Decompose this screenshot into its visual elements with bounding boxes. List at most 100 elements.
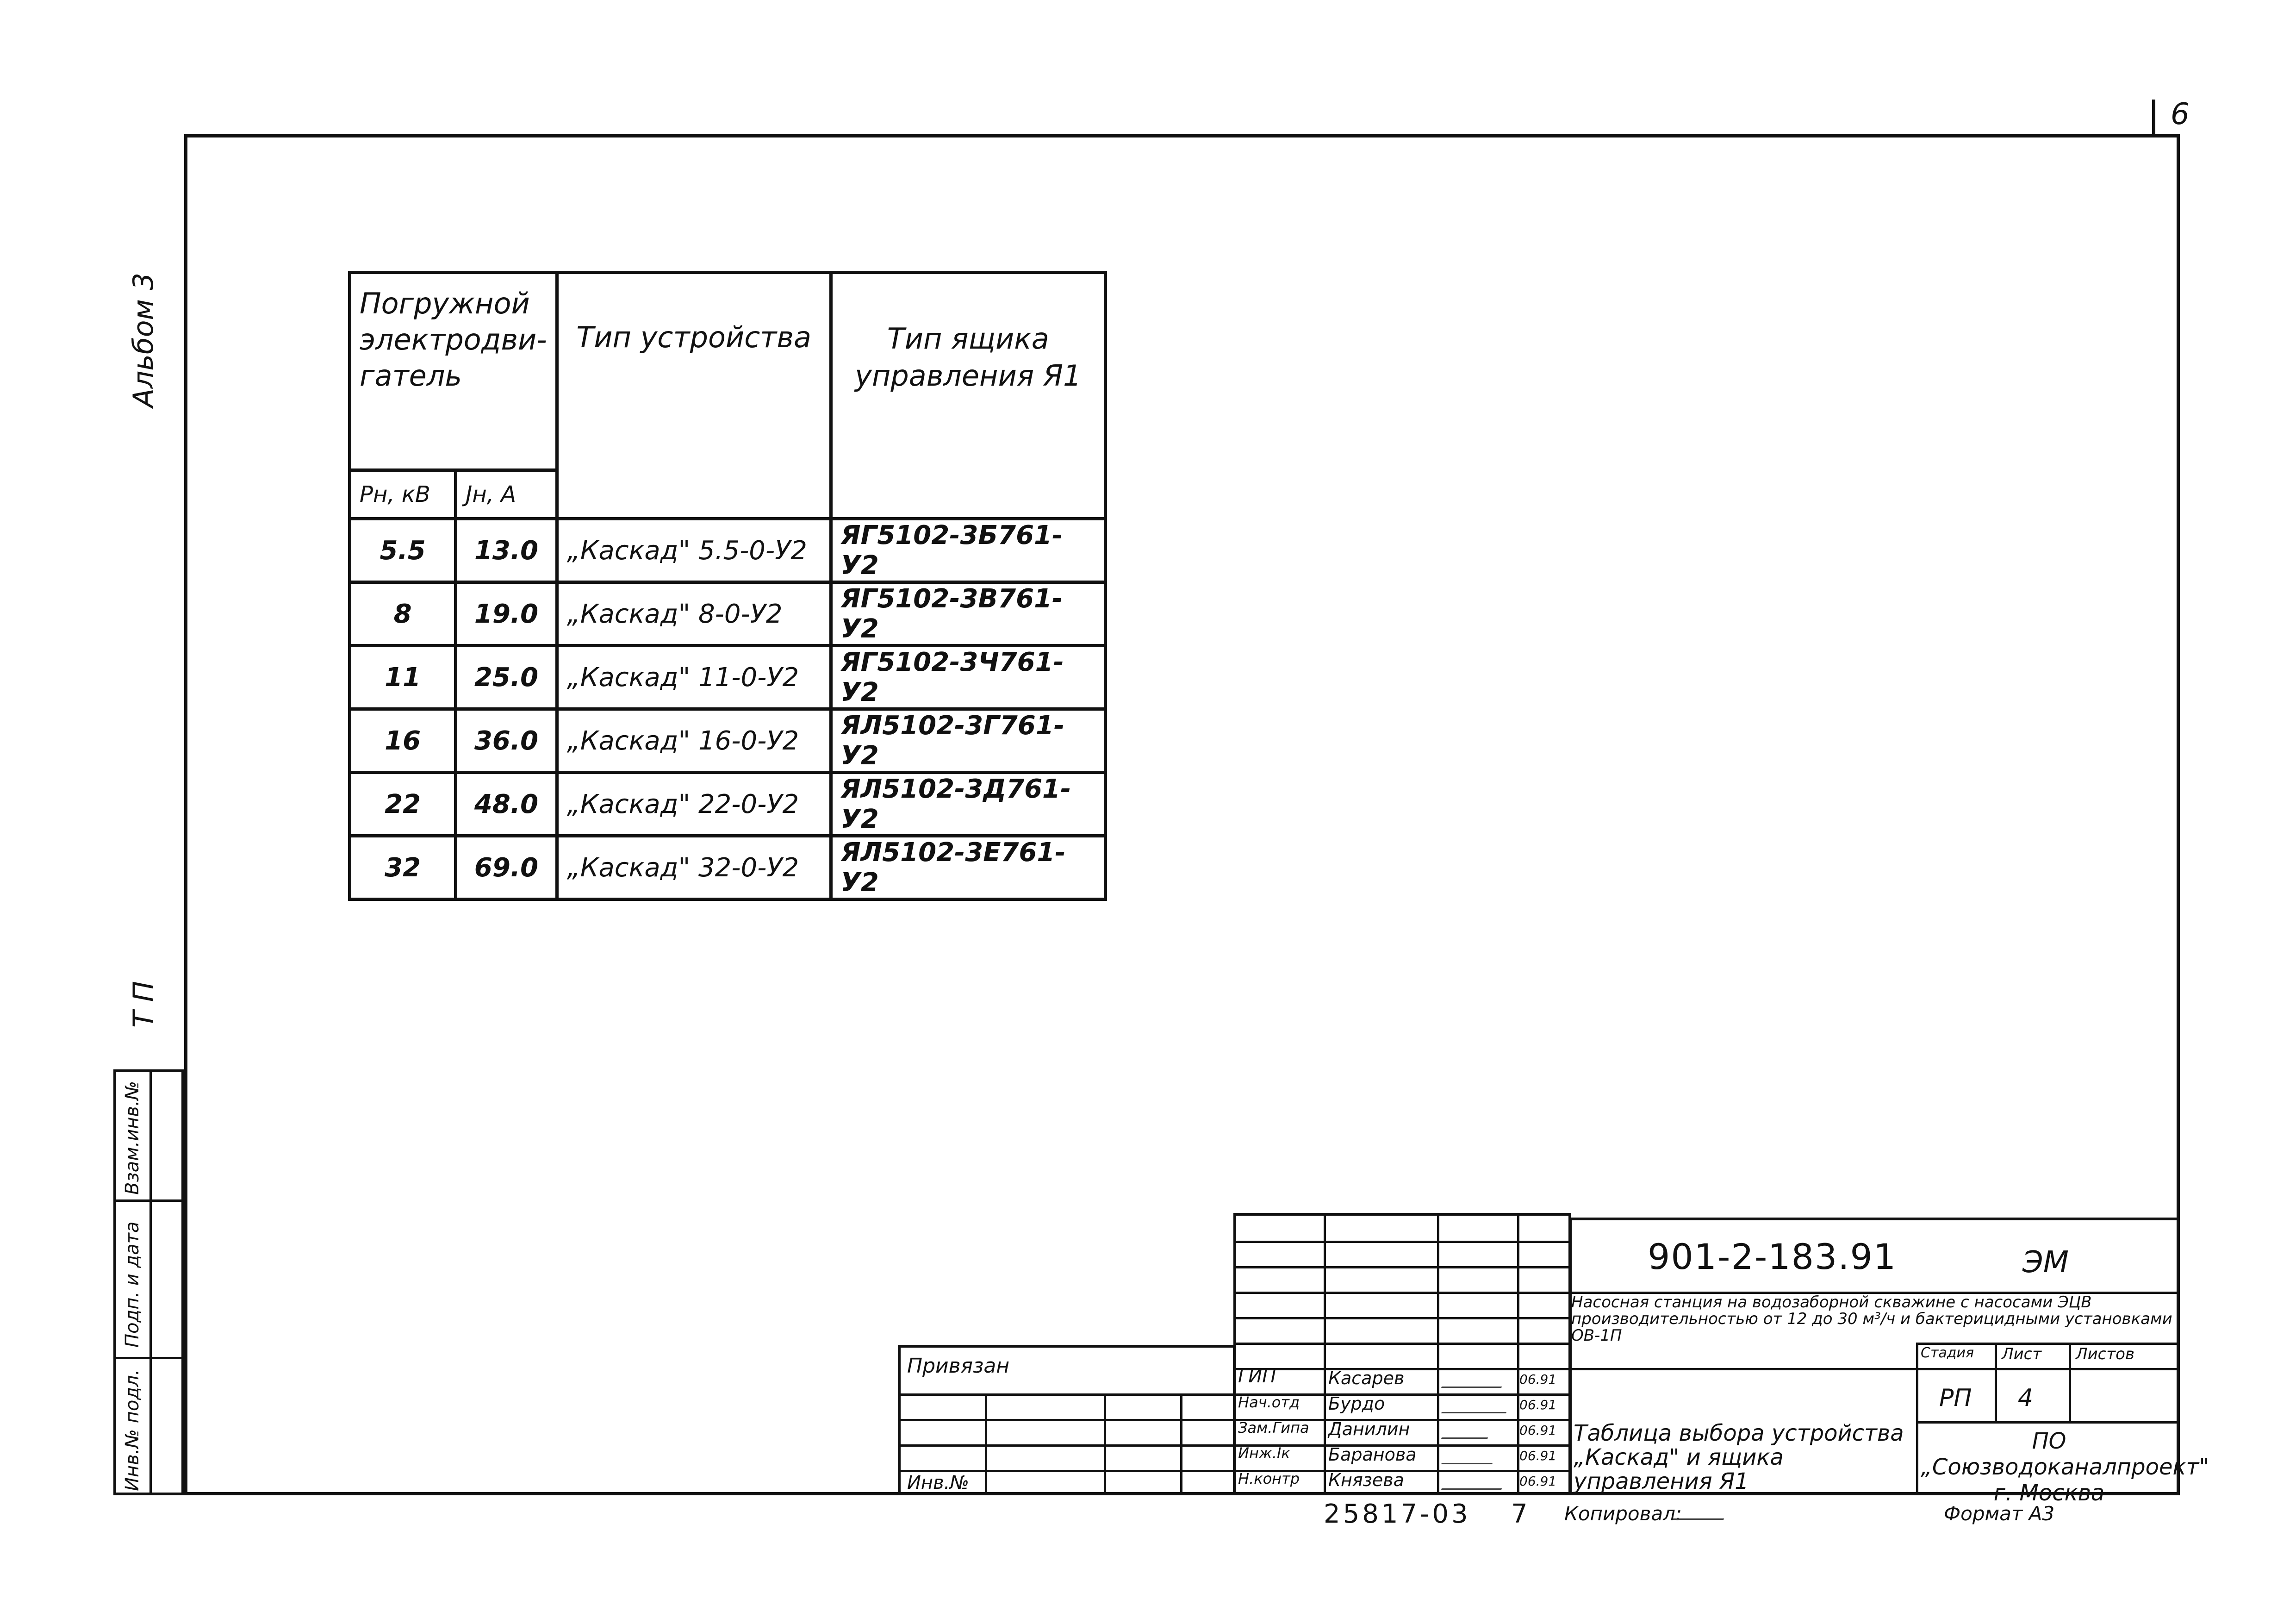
inv-label: Инв.№ [907, 1472, 969, 1493]
device-cell: „Каскад" 32-0-У2 [555, 834, 833, 901]
signature-gip [1441, 1373, 1507, 1388]
grid-line [1233, 1444, 1571, 1447]
box-type-header: Тип ящика управления Я1 [829, 271, 1108, 520]
power-header: Рн, кВ [348, 468, 458, 520]
grid-line [1180, 1393, 1182, 1495]
box-cell: ЯГ5102-3Ч761-У2 [829, 644, 1108, 711]
box-cell: ЯГ5102-3В761-У2 [829, 581, 1108, 647]
album-label: Альбом 3 [127, 273, 160, 407]
table-row: 16 36.0 „Каскад" 16-0-У2 ЯЛ5102-3Г761-У2 [348, 707, 1108, 774]
grid-line [985, 1393, 987, 1495]
device-type-header: Тип устройства [555, 271, 833, 520]
box-cell: ЯГ5102-3Б761-У2 [829, 517, 1108, 584]
grid-line [898, 1470, 1236, 1472]
grid-line [2069, 1343, 2071, 1421]
table-row: 11 25.0 „Каскад" 11-0-У2 ЯГ5102-3Ч761-У2 [348, 644, 1108, 711]
power-cell: 11 [348, 644, 458, 711]
name-gip: Касарев [1328, 1368, 1405, 1388]
motor-header: Погружной электродви-гатель [348, 271, 559, 472]
device-cell: „Каскад" 16-0-У2 [555, 707, 833, 774]
current-cell: 25.0 [454, 644, 559, 711]
role-engineer: Инж.Iк [1238, 1444, 1290, 1462]
role-control: Н.контр [1238, 1470, 1300, 1487]
document-mark: ЭМ [2022, 1245, 2069, 1280]
inv-original-label: Инв.№ подл. [122, 1369, 143, 1491]
name-head: Бурдо [1328, 1393, 1385, 1414]
grid-line [898, 1444, 1236, 1447]
sheets-label: Листов [2076, 1345, 2135, 1363]
grid-line [1916, 1421, 2180, 1424]
power-cell: 32 [348, 834, 458, 901]
main-title-area [1569, 1218, 2180, 1495]
grid-line [1104, 1393, 1106, 1495]
date-control: 06.91 [1519, 1474, 1557, 1489]
grid-line [1233, 1343, 1571, 1345]
project-title: Насосная станция на водозаборной скважин… [1571, 1293, 2172, 1345]
grid-line [1916, 1343, 1918, 1495]
document-code: 901-2-183.91 [1648, 1236, 1897, 1277]
role-deputy: Зам.Гипа [1238, 1419, 1309, 1437]
current-header: Jн, А [454, 468, 559, 520]
grid-line [1233, 1266, 1571, 1268]
date-deputy: 06.91 [1519, 1423, 1557, 1438]
signature-engineer [1441, 1449, 1498, 1464]
grid-line [1233, 1317, 1571, 1319]
signature-control [1441, 1474, 1507, 1490]
role-gip: ГИП [1238, 1366, 1276, 1387]
signature-deputy [1441, 1424, 1493, 1439]
name-control: Князева [1328, 1470, 1404, 1490]
strip-divider [149, 1072, 152, 1493]
replacement-inv-label: Взам.инв.№ [122, 1081, 143, 1195]
footer-seven: 7 [1511, 1499, 1528, 1529]
date-head: 06.91 [1519, 1397, 1557, 1412]
power-cell: 22 [348, 771, 458, 837]
grid-line [1233, 1292, 1571, 1294]
sheet-title: Таблица выбора устройства „Каскад" и ящи… [1574, 1420, 1904, 1494]
grid-line [1233, 1393, 1571, 1396]
box-cell: ЯЛ5102-3Г761-У2 [829, 707, 1108, 774]
sheet-number-tick [2152, 100, 2155, 134]
current-cell: 69.0 [454, 834, 559, 901]
stage-label: Стадия [1921, 1345, 1974, 1361]
copier-signature [1672, 1505, 1730, 1520]
device-cell: „Каскад" 22-0-У2 [555, 771, 833, 837]
current-cell: 36.0 [454, 707, 559, 774]
date-gip: 06.91 [1519, 1372, 1557, 1387]
attached-label: Привязан [907, 1354, 1010, 1378]
sheet-label: Лист [2002, 1345, 2042, 1363]
format-label: Формат А3 [1944, 1502, 2055, 1525]
grid-line [1995, 1343, 1997, 1421]
grid-line [1233, 1368, 1571, 1370]
organization: ПО „Союзводоканалпроект" г. Москва [1921, 1428, 2209, 1506]
role-head: Нач.отд [1238, 1393, 1300, 1411]
strip-divider [116, 1357, 181, 1359]
current-cell: 48.0 [454, 771, 559, 837]
grid-line [1916, 1343, 2180, 1345]
name-engineer: Баранова [1328, 1444, 1417, 1465]
grid-line [898, 1419, 1236, 1421]
sheet-number: 6 [2171, 97, 2190, 131]
grid-line [1233, 1419, 1571, 1421]
box-cell: ЯЛ5102-3Д761-У2 [829, 771, 1108, 837]
grid-line [1569, 1292, 2180, 1294]
grid-line [1233, 1470, 1571, 1472]
device-cell: „Каскад" 5.5-0-У2 [555, 517, 833, 584]
grid-line [1437, 1213, 1439, 1495]
name-deputy: Данилин [1328, 1419, 1410, 1439]
grid-line [1517, 1213, 1519, 1495]
grid-line [1233, 1241, 1571, 1243]
table-row: 32 69.0 „Каскад" 32-0-У2 ЯЛ5102-3Е761-У2 [348, 834, 1108, 901]
power-cell: 16 [348, 707, 458, 774]
current-cell: 13.0 [454, 517, 559, 584]
tp-label: Т П [127, 981, 160, 1028]
margin-stamp-strip: Инв.№ подл. Подп. и дата Взам.инв.№ [113, 1069, 184, 1495]
table-row: 8 19.0 „Каскад" 8-0-У2 ЯГ5102-3В761-У2 [348, 581, 1108, 647]
device-cell: „Каскад" 8-0-У2 [555, 581, 833, 647]
date-engineer: 06.91 [1519, 1448, 1557, 1463]
grid-line [1324, 1213, 1326, 1495]
sheet-value: 4 [2018, 1384, 2034, 1412]
current-cell: 19.0 [454, 581, 559, 647]
power-cell: 5.5 [348, 517, 458, 584]
strip-divider [116, 1199, 181, 1202]
grid-line [898, 1393, 1236, 1396]
